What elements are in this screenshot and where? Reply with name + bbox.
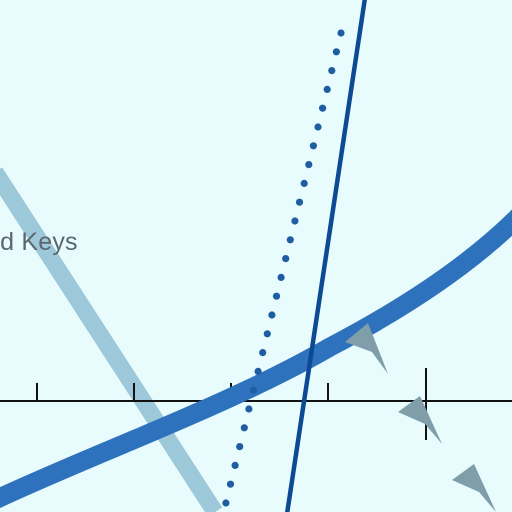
dot [240, 424, 248, 432]
arrowhead-3 [452, 464, 496, 512]
arrowhead-1 [345, 323, 388, 374]
dot [245, 405, 253, 413]
keys-label: ed Keys [0, 228, 78, 256]
dot [291, 217, 299, 225]
arrowhead-markers [345, 323, 496, 512]
dot [236, 443, 244, 451]
dot [226, 480, 235, 488]
dot [222, 499, 230, 507]
dot [332, 48, 340, 56]
dot [323, 85, 331, 93]
dot [254, 367, 262, 375]
thick-blue-curve [0, 209, 512, 509]
dot [286, 236, 294, 244]
dot [277, 273, 285, 281]
steep-dark-line [285, 0, 367, 512]
dot [314, 123, 322, 131]
light-diagonal-band [0, 167, 223, 512]
dot [231, 461, 239, 469]
dot [259, 349, 267, 357]
dot [295, 198, 304, 206]
arrowhead-2 [398, 396, 442, 444]
dot [249, 386, 258, 394]
dot [268, 311, 276, 319]
dot [263, 330, 271, 338]
dot [282, 255, 290, 263]
dot [300, 179, 308, 187]
dot [272, 292, 281, 300]
dot [309, 142, 317, 150]
dot [319, 104, 327, 112]
dot [305, 161, 313, 169]
dot [337, 29, 345, 37]
dotted-line [222, 29, 345, 507]
dot [328, 67, 336, 75]
